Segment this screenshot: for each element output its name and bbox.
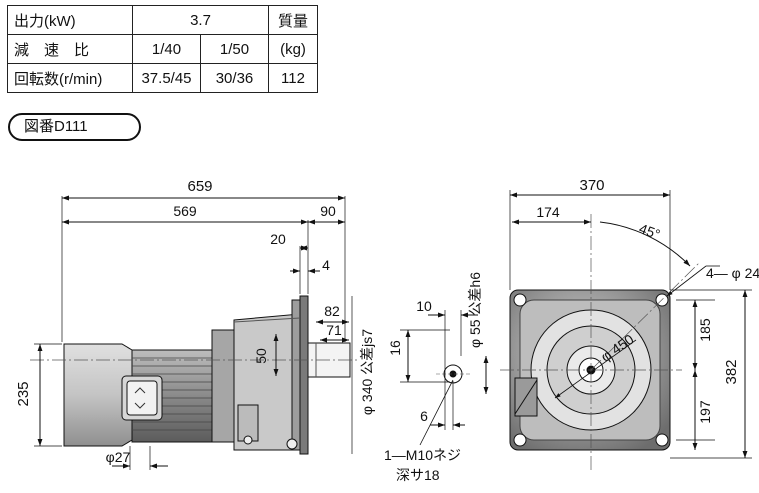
drawing-number-tag: 図番D111 [8, 113, 141, 141]
dim-phi340: φ 340 公差js7 [359, 329, 375, 415]
dim-174: 174 [536, 204, 560, 220]
dim-4: 4 [322, 257, 330, 273]
side-view-gearbox [233, 295, 351, 455]
dim-10: 10 [416, 298, 432, 314]
shaft-end-detail [436, 364, 470, 384]
dim-holes: 4― φ 24 [706, 265, 759, 281]
dim-659: 659 [187, 178, 212, 195]
speed-b: 30/36 [200, 63, 269, 93]
dim-90: 90 [320, 203, 336, 219]
dimension-labels: 659 569 90 20 4 82 71 50 235 φ27 φ 340 公… [15, 177, 759, 483]
dim-45deg: 45° [637, 220, 662, 242]
dim-82: 82 [324, 303, 340, 319]
dim-235: 235 [15, 381, 32, 406]
dim-370: 370 [579, 177, 604, 194]
dim-569: 569 [173, 203, 197, 219]
mass-unit: (kg) [268, 34, 318, 64]
dim-phi27: φ27 [106, 449, 131, 465]
dim-20: 20 [270, 231, 286, 247]
speed-a: 37.5/45 [132, 63, 201, 93]
mass-value: 112 [268, 63, 318, 93]
output-value: 3.7 [132, 5, 269, 35]
dim-71: 71 [326, 322, 342, 338]
dim-16: 16 [387, 340, 403, 356]
dim-6: 6 [420, 408, 428, 424]
output-label: 出力(kW) [7, 5, 133, 35]
spec-row-ratio: 減 速 比 1/40 1/50 (kg) [7, 34, 318, 64]
dim-50: 50 [253, 348, 269, 364]
spec-table: 出力(kW) 3.7 質量 減 速 比 1/40 1/50 (kg) 回転数(r… [7, 5, 318, 93]
dim-382: 382 [723, 359, 740, 384]
tap-note-1: 1―M10ネジ [384, 447, 461, 463]
speed-label: 回転数(r/min) [7, 63, 133, 93]
dim-185: 185 [697, 318, 713, 342]
dim-phi55: φ 55 公差h6 [467, 272, 483, 348]
ratio-label: 減 速 比 [7, 34, 133, 64]
spec-row-speed: 回転数(r/min) 37.5/45 30/36 112 [7, 63, 318, 93]
side-view-motor [63, 329, 235, 447]
spec-row-output: 出力(kW) 3.7 質量 [7, 5, 318, 35]
dim-197: 197 [697, 400, 713, 424]
tap-note-2: 深サ18 [396, 467, 440, 483]
